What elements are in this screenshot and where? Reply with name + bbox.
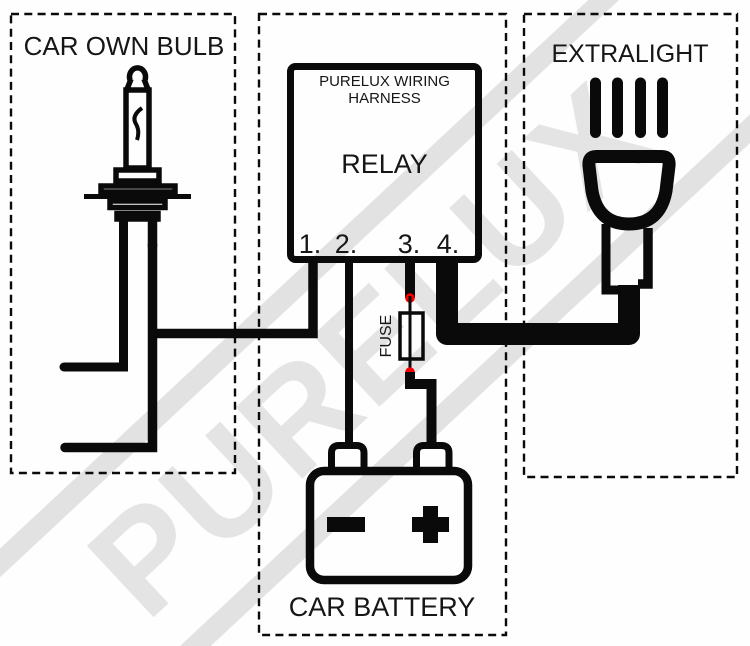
battery-minus-post — [328, 442, 368, 467]
wire-terminal1-blue — [152, 263, 318, 339]
relay-terminal-4: 4. — [436, 229, 460, 259]
extralight-lamp-shell — [582, 150, 676, 231]
relay-terminal-2: 2. — [334, 229, 358, 259]
battery-drawing — [305, 442, 473, 585]
battery-plus-post — [413, 442, 453, 467]
bulb-tip — [126, 65, 149, 81]
extralight-black-lead — [601, 224, 620, 295]
extralight-title: EXTRALIGHT — [551, 40, 709, 68]
relay-title-line1: PURELUX WIRING — [319, 73, 450, 90]
bulb-base-step-1 — [107, 198, 168, 211]
relay-label: RELAY — [341, 149, 428, 179]
extralight-red-lead — [638, 228, 653, 289]
car-battery-title: CAR BATTERY — [288, 592, 476, 622]
halogen-bulb-drawing — [59, 65, 191, 453]
wire-terminal3-red-lower — [405, 372, 437, 446]
bulb-filament — [132, 106, 144, 141]
fused-red-wire — [398, 263, 437, 446]
relay-terminal-3: 3. — [397, 229, 421, 259]
extralight-box — [522, 12, 739, 479]
bulb-flange-wide — [98, 183, 178, 195]
bulb-red-lead — [60, 239, 158, 453]
car-own-bulb-title: CAR OWN BULB — [23, 31, 225, 61]
relay-title-line2: HARNESS — [348, 90, 421, 107]
extralight-drawing — [582, 77, 676, 295]
bulb-collar — [113, 167, 162, 184]
relay-terminal-1: 1. — [298, 229, 322, 259]
fuse-label: FUSE — [378, 314, 395, 358]
bulb-black-lead — [59, 216, 128, 372]
